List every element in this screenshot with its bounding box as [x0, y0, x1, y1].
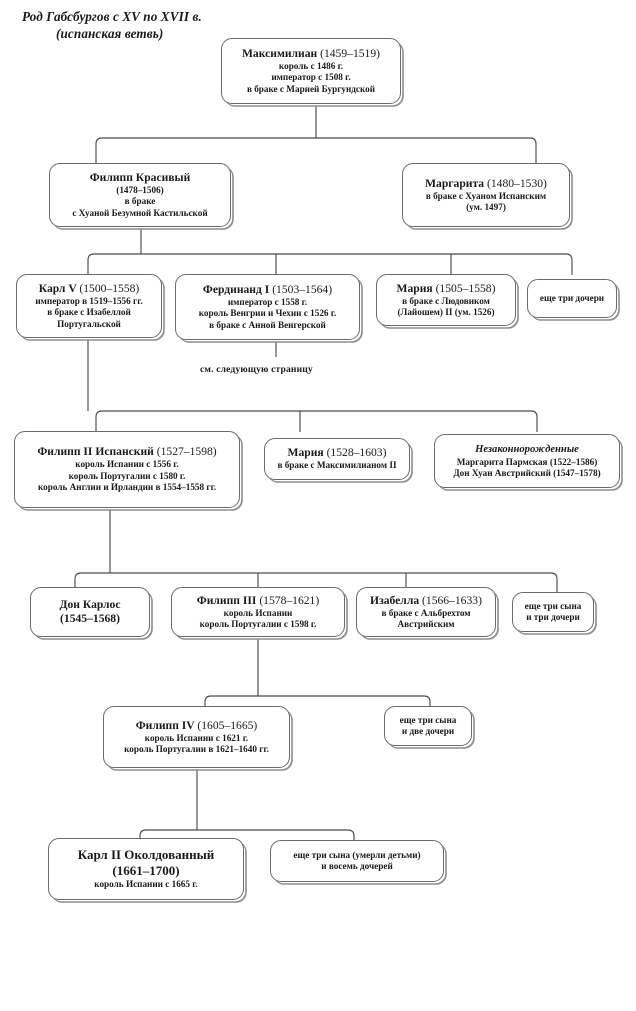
node-line: в браке	[124, 196, 156, 207]
node-line: король Англии и Ирландии в 1554–1558 гг.	[37, 482, 217, 493]
node-title: Филипп Красивый	[89, 170, 191, 184]
node-line: Португальской	[57, 318, 121, 329]
title-line-2: (испанская ветвь)	[56, 26, 164, 41]
node-line: в браке с Марией Бургундской	[246, 83, 376, 94]
wire-gen5-bus	[74, 572, 558, 594]
node-line: в браке с Людовиком	[402, 295, 490, 306]
node-line: и две дочери	[401, 726, 455, 736]
node-line: император с 1558 г.	[227, 296, 308, 307]
node-line: король Португалии в 1621–1640 гг.	[124, 744, 269, 754]
node-three-sons-two-daughters[interactable]: еще три сына и две дочери	[384, 706, 472, 746]
node-line: и восемь дочерей	[321, 861, 393, 871]
node-title: Мария (1505–1558)	[396, 281, 496, 295]
node-line: с Хуаной Безумной Кастильской	[72, 207, 208, 218]
node-maria-1505[interactable]: Мария (1505–1558) в браке с Людовиком (Л…	[376, 274, 516, 326]
node-three-more-daughters[interactable]: еще три дочери	[527, 279, 617, 318]
wire-gen3-bus	[87, 253, 573, 275]
title-line-1: Род Габсбургов с XV по XVII в.	[22, 9, 202, 24]
node-line: король Испании с 1556 г.	[75, 459, 179, 470]
node-three-sons-three-daughters[interactable]: еще три сына и три дочери	[512, 592, 594, 632]
node-title: Маргарита (1480–1530)	[425, 176, 547, 190]
node-line: в браке с Максимилианом II	[277, 460, 397, 471]
node-line: император с 1508 г.	[271, 72, 351, 83]
node-line: в браке с Хуаном Испанским	[425, 190, 547, 201]
node-title: Мария (1528–1603)	[287, 446, 387, 460]
node-line: король с 1486 г.	[278, 60, 344, 71]
node-charles-v[interactable]: Карл V (1500–1558) император в 1519–1556…	[16, 274, 162, 338]
node-line: король Испании с 1665 г.	[94, 879, 198, 890]
node-title: Филипп IV (1605–1665)	[135, 718, 258, 732]
node-title: Максимилиан (1459–1519)	[241, 46, 380, 60]
node-line: (1478–1506)	[116, 184, 164, 195]
node-line: король Португалии с 1580 г.	[68, 470, 186, 481]
wire-gen4-bus	[95, 410, 538, 432]
node-line: Дон Хуан Австрийский (1547–1578)	[453, 468, 601, 478]
node-line: (Лайошем) II (ум. 1526)	[397, 307, 495, 317]
node-title: еще три сына (умерли детьми)	[293, 849, 421, 860]
page-title: Род Габсбургов с XV по XVII в. (испанска…	[22, 8, 202, 42]
node-title: Карл V (1500–1558)	[38, 281, 140, 295]
node-title: Изабелла (1566–1633)	[370, 593, 482, 607]
node-line: (1545–1568)	[60, 612, 120, 625]
node-title: еще три сына	[399, 714, 457, 725]
node-ferdinand-i[interactable]: Фердинанд I (1503–1564) император с 1558…	[175, 274, 360, 340]
node-isabella[interactable]: Изабелла (1566–1633) в браке с Альбрехто…	[356, 587, 496, 637]
node-line: император в 1519–1556 гг.	[35, 295, 143, 306]
node-line: Австрийским	[397, 619, 455, 629]
node-title: Дон Карлос	[59, 598, 121, 611]
wire-gen6-bus	[204, 695, 431, 714]
node-title: Филипп II Испанский (1527–1598)	[37, 445, 217, 459]
node-title: еще три дочери	[539, 292, 605, 303]
node-charles-ii[interactable]: Карл II Околдованный (1661–1700) король …	[48, 838, 244, 900]
node-philip-ii[interactable]: Филипп II Испанский (1527–1598) король И…	[14, 431, 240, 508]
node-line: в браке с Анной Венгерской	[209, 319, 326, 330]
node-line: и три дочери	[526, 612, 580, 622]
node-line: в браке с Изабеллой	[47, 307, 131, 318]
node-title: Филипп III (1578–1621)	[196, 593, 320, 607]
node-three-sons-eight-daughters[interactable]: еще три сына (умерли детьми) и восемь до…	[270, 840, 444, 882]
node-philip-iv[interactable]: Филипп IV (1605–1665) король Испании с 1…	[103, 706, 290, 768]
wire-gen7-bus	[139, 829, 355, 847]
node-line: король Венгрии и Чехии с 1526 г.	[198, 308, 337, 319]
node-philip-the-handsome[interactable]: Филипп Красивый (1478–1506) в браке с Ху…	[49, 163, 231, 227]
node-line: в браке с Альбрехтом	[381, 607, 471, 618]
node-margarita[interactable]: Маргарита (1480–1530) в браке с Хуаном И…	[402, 163, 570, 227]
node-title: Незаконнорожденные	[475, 443, 579, 455]
node-line: король Испании	[223, 607, 293, 618]
node-line: король Испании с 1621 г.	[144, 732, 249, 743]
wire-gen2-bus	[95, 137, 537, 165]
node-maria-1528[interactable]: Мария (1528–1603) в браке с Максимилиано…	[264, 438, 410, 480]
node-maximilian[interactable]: Максимилиан (1459–1519) король с 1486 г.…	[221, 38, 401, 104]
node-line: король Португалии с 1598 г.	[199, 619, 317, 629]
node-title: Карл II Околдованный	[77, 847, 215, 863]
node-title: еще три сына	[524, 600, 582, 611]
node-illegitimate[interactable]: Незаконнорожденные Маргарита Пармская (1…	[434, 434, 620, 488]
node-line: Маргарита Пармская (1522–1586)	[456, 456, 598, 467]
node-philip-iii[interactable]: Филипп III (1578–1621) король Испании ко…	[171, 587, 345, 637]
node-line: (ум. 1497)	[466, 202, 506, 212]
see-next-page-note: см. следующую страницу	[200, 364, 313, 375]
node-title: Фердинанд I (1503–1564)	[202, 282, 333, 296]
node-line: (1661–1700)	[112, 863, 180, 879]
node-don-carlos[interactable]: Дон Карлос (1545–1568)	[30, 587, 150, 637]
